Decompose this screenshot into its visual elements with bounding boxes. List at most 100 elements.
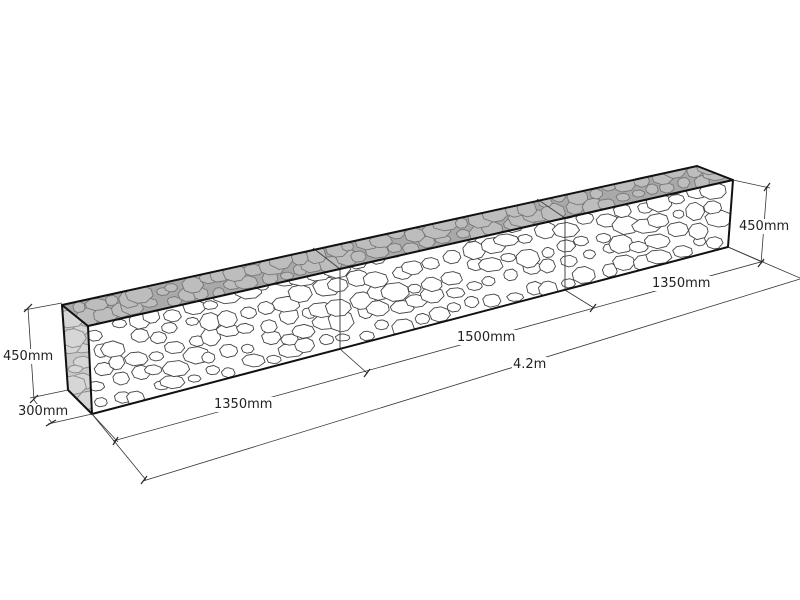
stone (612, 203, 632, 219)
segment-dividers (312, 198, 566, 349)
stone (287, 284, 313, 303)
stone (350, 250, 367, 263)
stone (373, 319, 390, 331)
dimension-height-right: 450mm (738, 219, 791, 234)
stone (291, 323, 316, 339)
stone (572, 235, 590, 247)
stone (240, 306, 258, 320)
stone (611, 215, 640, 236)
stone (62, 328, 87, 349)
stone (130, 328, 150, 343)
stone (161, 322, 178, 334)
stone (199, 312, 221, 332)
stone (595, 232, 612, 244)
stone (466, 281, 483, 291)
stone (334, 333, 351, 342)
stone (658, 182, 675, 194)
stone (111, 319, 128, 329)
stone (582, 249, 597, 260)
dimension-total-length: 4.2m (512, 357, 548, 372)
stone (440, 271, 463, 286)
dimension-segment-right: 1350mm (651, 276, 712, 291)
stone (257, 300, 275, 315)
stone (112, 371, 131, 386)
stone (445, 287, 466, 299)
stone (646, 213, 670, 228)
stone (324, 298, 352, 317)
stone (123, 351, 149, 367)
stone (294, 337, 316, 354)
stone (612, 254, 636, 271)
stone (551, 222, 581, 238)
stone (163, 341, 186, 355)
stone (181, 276, 205, 294)
dimension-height-left: 450mm (2, 349, 55, 364)
stone (187, 374, 202, 383)
stone (326, 277, 349, 293)
stone (163, 283, 179, 293)
stone (515, 248, 541, 269)
stone (631, 189, 646, 198)
stone (108, 354, 126, 371)
stone (421, 257, 440, 270)
stone (500, 252, 517, 263)
stone (615, 192, 631, 202)
stone (162, 309, 182, 323)
stone (401, 260, 424, 276)
dimension-segment-middle: 1500mm (456, 330, 517, 345)
stone (93, 361, 114, 377)
stone (67, 364, 84, 374)
stone (506, 292, 525, 302)
stone (672, 209, 685, 219)
stone (240, 343, 255, 354)
stone (88, 380, 106, 392)
stone (428, 306, 451, 323)
stone (143, 364, 163, 376)
stone (688, 222, 709, 241)
dimension-depth: 300mm (17, 404, 70, 419)
stone (672, 245, 693, 258)
stone (185, 316, 200, 326)
stone (88, 329, 103, 342)
stone (241, 353, 266, 368)
stone (215, 323, 242, 337)
stone (628, 240, 649, 254)
stone (159, 375, 186, 390)
stone (72, 300, 86, 314)
stone (517, 233, 533, 244)
stone (161, 360, 191, 378)
stone (235, 322, 255, 334)
stone (279, 271, 295, 281)
dimension-segment-left: 1350mm (213, 397, 274, 412)
stone (362, 271, 389, 289)
stone (407, 283, 422, 294)
stone (202, 300, 219, 310)
stone (526, 280, 544, 296)
stone (608, 234, 634, 254)
stone (667, 194, 686, 205)
top-stones (72, 166, 728, 326)
stone (442, 249, 462, 265)
stone (359, 330, 375, 342)
stone (666, 221, 690, 238)
stone (492, 233, 520, 247)
stone (218, 343, 239, 358)
stone (482, 293, 502, 308)
stone (571, 266, 596, 284)
stone (105, 294, 119, 307)
stone (704, 209, 733, 228)
stone (455, 228, 471, 239)
stone (643, 233, 671, 250)
stone (216, 310, 238, 329)
stone (205, 365, 221, 376)
stone (481, 276, 496, 287)
stone (677, 177, 691, 189)
stone (318, 333, 335, 346)
stone (446, 302, 462, 313)
stone (645, 183, 659, 195)
dimension-ticks (23, 182, 771, 485)
stone (93, 397, 108, 408)
stone (589, 188, 604, 200)
stone (705, 236, 724, 250)
